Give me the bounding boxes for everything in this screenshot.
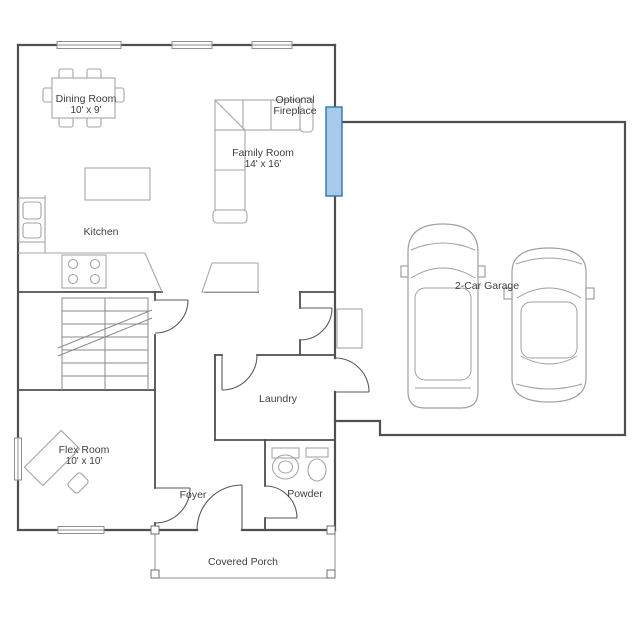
- dining-table: [51, 77, 116, 119]
- kitchen-label: Kitchen: [83, 226, 118, 238]
- fireplace-note-line2: Fireplace: [273, 105, 316, 117]
- sofa-arm-right: [299, 97, 314, 133]
- powder-door: [264, 485, 298, 519]
- fireplace-note-line1: Optional: [275, 94, 314, 106]
- dining-room-label: Dining Room: [56, 93, 117, 105]
- flex-furniture: [23, 429, 89, 494]
- garage-walls: [333, 120, 627, 437]
- optional-fireplace: [325, 106, 343, 197]
- porch-label: Covered Porch: [208, 556, 278, 568]
- laundry-label: Laundry: [259, 393, 298, 405]
- stairs: [57, 297, 153, 390]
- doors: [154, 299, 370, 531]
- porch-post: [150, 525, 160, 535]
- family-room-label: Family Room: [232, 147, 294, 159]
- kitchen-island: [84, 167, 151, 201]
- utility-unit: [336, 308, 363, 349]
- cooktop: [61, 254, 107, 289]
- van-mirror: [400, 265, 409, 278]
- flex-room-label: Flex Room: [59, 444, 110, 456]
- understair-closet-door: [154, 299, 189, 334]
- room-labels: Dining Room 10' x 9' Optional Fireplace …: [56, 93, 520, 568]
- stair-break-lines: [57, 309, 153, 357]
- powder-sink: [271, 447, 300, 480]
- vehicles: [400, 223, 595, 409]
- dining-set: [42, 68, 125, 128]
- sedan: [503, 247, 595, 403]
- covered-porch: [150, 525, 336, 579]
- garage-label: 2-Car Garage: [455, 280, 519, 292]
- sedan-mirror: [503, 287, 513, 300]
- powder-label: Powder: [287, 488, 323, 500]
- window-family-top-right: [251, 41, 293, 49]
- porch-outline: [154, 530, 336, 579]
- flex-desk: [23, 429, 81, 487]
- sedan-mirror: [585, 287, 595, 300]
- foyer-label: Foyer: [180, 489, 207, 501]
- toilet: [305, 447, 329, 482]
- built-in-bench: [201, 262, 259, 293]
- porch-post: [326, 569, 336, 579]
- kitchen-sink: [18, 197, 46, 243]
- porch-post: [150, 569, 160, 579]
- window-family-top-left: [171, 41, 213, 49]
- powder-fixtures: [271, 447, 329, 482]
- window-dining-top: [56, 41, 122, 49]
- family-room-dims: 14' x 16': [245, 159, 282, 170]
- flex-room-dims: 10' x 10': [66, 456, 103, 467]
- sectional-sofa: [212, 97, 314, 224]
- window-flex-left: [14, 437, 22, 481]
- windows: [14, 41, 293, 534]
- window-flex-bottom: [57, 526, 105, 534]
- kitchen-fixtures: [18, 167, 163, 293]
- porch-post: [326, 525, 336, 535]
- front-door: [196, 484, 243, 531]
- van-mirror: [477, 265, 486, 278]
- laundry-door: [221, 354, 258, 391]
- garage-entry-door: [334, 357, 370, 393]
- hall-closet-door: [299, 307, 333, 341]
- sofa-arm-bottom: [212, 209, 248, 224]
- sofa-cushion-lines: [214, 99, 272, 131]
- van: [400, 223, 486, 409]
- flex-chair: [67, 472, 89, 494]
- dining-room-dims: 10' x 9': [70, 105, 101, 116]
- flex-room-door: [154, 487, 191, 524]
